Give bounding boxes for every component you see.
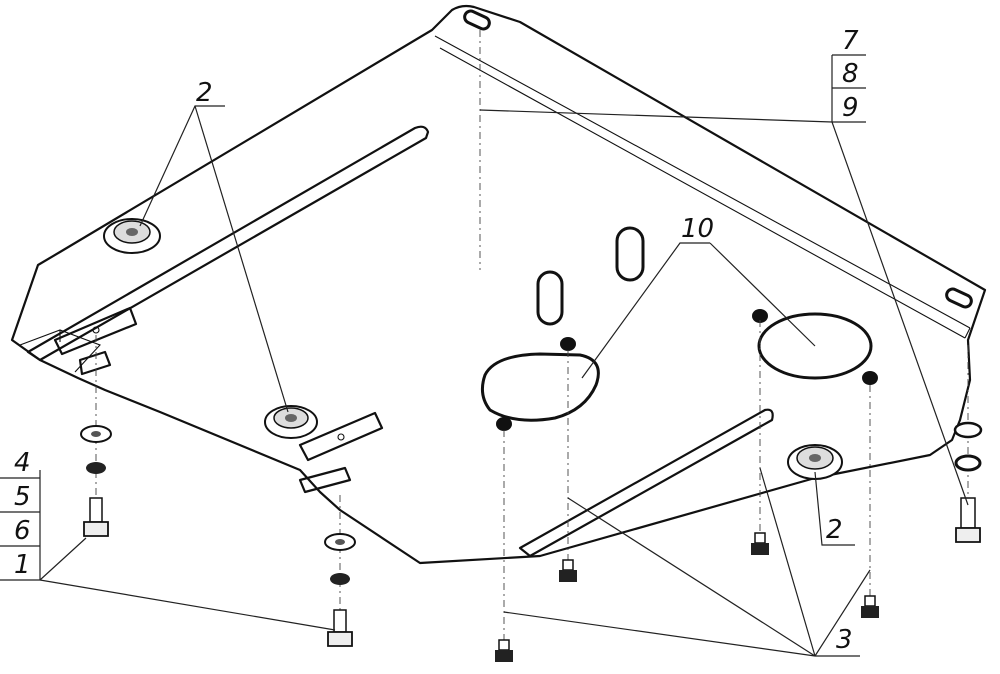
leader-2-top (139, 105, 289, 413)
fastener-left (80, 425, 112, 537)
label-10: 10 (681, 214, 714, 244)
rib-left (26, 125, 430, 362)
vent-slot-2 (615, 226, 645, 282)
leader-1 (0, 537, 336, 631)
left-slot (78, 350, 112, 376)
bolt-3a (495, 639, 513, 662)
label-5: 5 (14, 482, 31, 512)
mid-slot (298, 466, 352, 494)
grommet-right (787, 444, 843, 480)
fastener-right (953, 421, 983, 543)
front-flange (434, 35, 971, 339)
bolt-3c (751, 532, 769, 555)
label-2-right: 2 (826, 515, 843, 545)
leader-7-9 (479, 54, 969, 506)
grommet-left (103, 218, 161, 254)
label-7: 7 (842, 26, 859, 56)
leader-2-right (814, 471, 855, 546)
nut-2 (496, 417, 512, 431)
fastener-center (324, 533, 356, 647)
nut-4 (862, 371, 878, 385)
bracket-left (53, 306, 138, 356)
label-6: 6 (14, 516, 31, 546)
plate-outline (10, 4, 987, 565)
nut-1 (560, 337, 576, 351)
label-3: 3 (836, 625, 853, 655)
leader-3 (503, 467, 871, 657)
leader-10 (581, 242, 816, 379)
bracket-left-hole (92, 326, 100, 334)
oil-access-hatch (480, 352, 600, 422)
flange-slot-left (463, 9, 491, 31)
label-4: 4 (14, 448, 31, 478)
leader-4-6-box (0, 470, 41, 580)
flange-slot-right (945, 287, 973, 309)
bracket-center (298, 411, 384, 462)
label-8: 8 (842, 59, 859, 89)
grommet-center (264, 405, 318, 439)
label-1: 1 (14, 550, 31, 580)
label-9: 9 (842, 93, 859, 123)
label-2-top: 2 (196, 78, 213, 108)
nut-3 (752, 309, 768, 323)
vent-slot-1 (536, 270, 564, 326)
bracket-center-hole (337, 433, 345, 441)
bolt-3b (559, 559, 577, 582)
bolt-3d (861, 595, 879, 618)
rib-right (518, 408, 774, 558)
